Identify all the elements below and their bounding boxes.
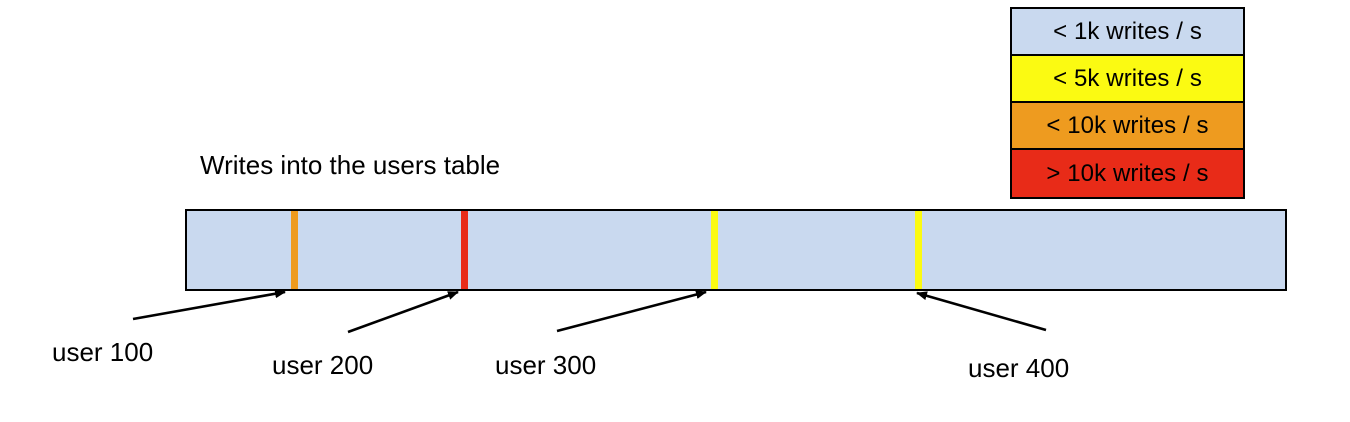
legend-item-label: < 10k writes / s (1046, 111, 1209, 139)
diagram-title: Writes into the users table (200, 150, 501, 180)
legend-item-label: > 10k writes / s (1046, 159, 1209, 187)
legend-item-lt-5k: < 5k writes / s (1012, 56, 1243, 103)
user-400-arrow (916, 291, 1047, 332)
legend-item-label: < 1k writes / s (1053, 17, 1202, 45)
callout-label-user-100: user 100 (52, 337, 154, 367)
user-200-arrow (347, 290, 459, 334)
legend-item-gt-10k: > 10k writes / s (1012, 150, 1243, 197)
callout-label-user-300: user 300 (495, 350, 597, 380)
legend-item-label: < 5k writes / s (1053, 64, 1202, 92)
legend-item-lt-10k: < 10k writes / s (1012, 103, 1243, 150)
users-table-bar (185, 209, 1287, 291)
callout-label-user-200: user 200 (272, 350, 374, 380)
user-300-arrow (556, 290, 707, 333)
legend: < 1k writes / s < 5k writes / s < 10k wr… (1010, 7, 1245, 199)
legend-item-lt-1k: < 1k writes / s (1012, 9, 1243, 56)
user-400-stripe (915, 211, 922, 289)
user-300-stripe (711, 211, 718, 289)
user-100-stripe (291, 211, 298, 289)
user-200-stripe (461, 211, 468, 289)
callout-label-user-400: user 400 (968, 353, 1070, 383)
user-100-arrow (132, 289, 286, 321)
